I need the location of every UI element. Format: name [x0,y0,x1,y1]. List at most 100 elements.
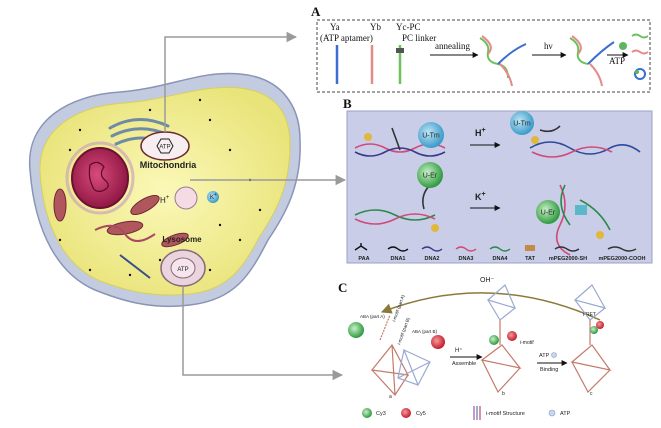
b-legend: PAA DNA1 DNA2 DNA3 DNA4 TAT mPEG2000-SH … [354,243,646,262]
panel-b-frame [346,110,653,264]
cy3-dot-mid [489,335,499,345]
legend-cy5: Cy5 [416,411,426,417]
mito-atp-badge: ATP [159,145,170,151]
atp-molecule [619,42,627,50]
panel-b-letter: B [343,96,352,111]
step-hv: hν [544,41,553,51]
svg-text:H+: H+ [160,195,170,205]
c-binding: Binding [540,367,558,373]
marker-b: b [502,391,505,397]
aba-part-b: ABA (part B) [412,329,438,334]
u-er-label-1: U-Er [423,173,438,180]
endoplasmic-reticulum [94,224,156,242]
c-legend: Cy3 Cy5 i-motif Structure ATP [362,406,571,420]
u-er-label-2: U-Er [541,210,556,217]
ya-sub: (ATP aptamer) [320,33,373,43]
y-junction-1 [479,35,527,87]
legend-imotif-icon [473,406,481,420]
y-junction-2 [569,35,615,87]
legend-dna1: DNA1 [391,256,406,262]
u-er-particle-1 [417,162,443,188]
imotif-part-b: i-motif (part B) [396,316,411,345]
nucleus-envelope [65,141,135,215]
oh-label: OH⁻ [480,277,495,284]
marker-c: c [590,391,593,397]
legend-imotif: i-motif Structure [486,411,525,417]
cy5-dot-c [596,321,604,329]
tetra-b [397,348,431,387]
step-annealing: annealing [435,41,470,51]
k-ion-label: K [210,195,214,201]
pc-linker-label: PC linker [402,33,436,43]
b-complex-2 [529,125,641,158]
legend-dna3: DNA3 [459,256,474,262]
h-ion-plus: + [166,195,170,201]
microtubule [119,254,151,279]
k-ion [207,191,219,203]
legend-atp: ATP [560,411,571,417]
panel-b: B U-Tm H+ U-Tm [343,96,653,264]
lysosome-label: Lysosome [162,235,202,244]
panel-a: A Ya (ATP aptamer) Yb Yc-PC PC linker an… [311,4,651,93]
nucleus [71,147,129,209]
c-imotif: i-motif [520,340,534,346]
tetra-a [370,314,410,396]
cell-illustration: ATP Mitochondria H+ K+ Lysosome ATP [28,72,301,308]
u-tm-label-2: U-Tm [513,121,531,128]
oh-return-arrow [381,292,601,321]
cy3-dot-a [348,322,364,338]
b-kplus-label: K [475,192,482,202]
c-fret: FRET [583,312,596,318]
legend-dna4: DNA4 [493,256,509,262]
panel-c: C OH⁻ ABA (part A) i-motif (part A) a AB… [338,277,612,420]
c-atp-icon [551,352,557,358]
tetra-middle [480,284,522,394]
cy5-dot-mid [507,331,517,341]
legend-atp-icon [548,409,556,417]
panel-a-letter: A [311,4,321,19]
cell-cytoplasm [39,86,291,296]
k-ion-plus: + [214,192,217,198]
c-assemble: Assemble [452,361,476,367]
c-atp-label: ATP [539,353,550,359]
lysosome-inner [170,257,196,279]
b-hplus-label: H [475,128,482,138]
legend-mpeg-sh: mPEG2000-SH [549,256,587,262]
tetra-c [570,284,612,393]
atp-hexagon [156,138,174,154]
legend-cy3-dot [362,408,372,418]
step-atp: ATP [609,56,625,66]
h-ion-label: H [160,196,166,205]
legend-mpeg-cooh: mPEG2000-COOH [598,256,645,262]
u-er-particle-2 [536,200,560,224]
mitochondria-label: Mitochondria [140,160,197,170]
b-hplus-sup: + [482,127,486,134]
c-hplus: H⁺ [455,347,463,354]
pc-linker-mark [396,48,404,53]
lyso-atp-badge: ATP [177,267,188,273]
u-tm-particle-1 [418,122,444,148]
b-complex-4 [555,184,611,256]
mitochondria-group [53,188,189,248]
legend-tat: TAT [525,256,536,262]
legend-paa: PAA [358,256,369,262]
cy3-dot-c [590,326,598,334]
panel-c-letter: C [338,280,347,295]
connectors [164,31,347,381]
legend-dna2: DNA2 [425,256,440,262]
u-tm-label-1: U-Tm [422,133,440,140]
legend-cy3: Cy3 [376,411,386,417]
legend-cy5-dot [401,408,411,418]
svg-text:K+: K+ [210,192,217,201]
b-kplus-sup: + [482,191,486,198]
u-tm-particle-2 [510,111,534,135]
vesicle [174,186,198,210]
yb-label: Yb [370,22,381,32]
svg-text:H+: H+ [475,127,486,138]
aba-part-a: ABA (part A) [360,314,385,319]
chromatin [88,161,109,192]
svg-text:K+: K+ [475,191,486,202]
ya-label: Ya [330,22,340,32]
product-strands [631,33,649,80]
